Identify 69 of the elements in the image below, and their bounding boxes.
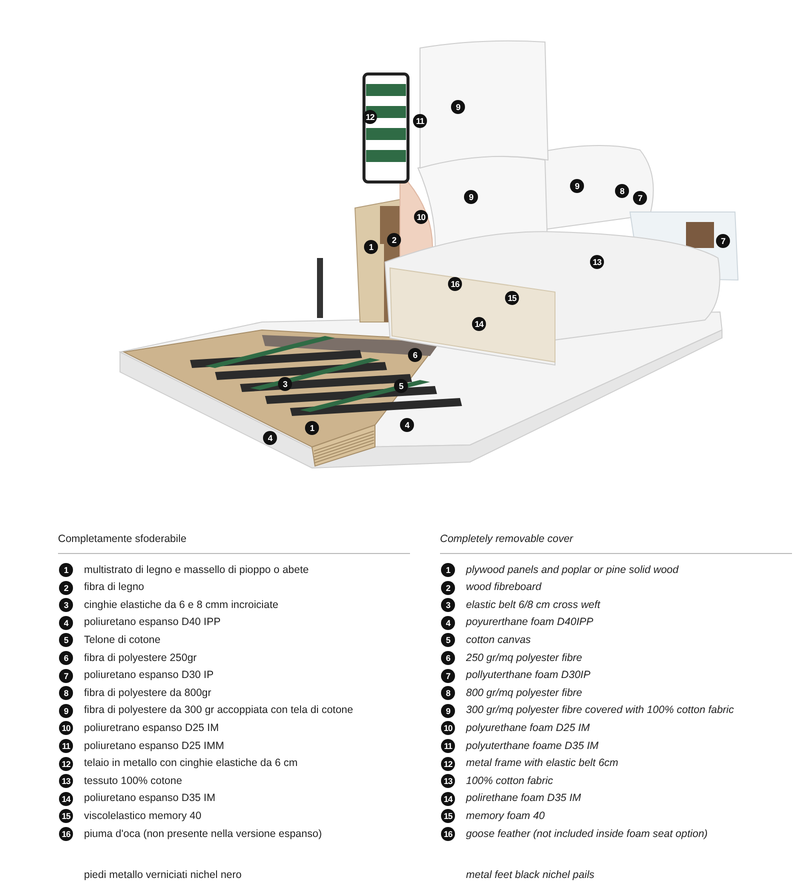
item-number: 11 [441,739,455,753]
material-description: cinghie elastiche da 6 e 8 cmm incroiciate [84,598,278,612]
item-number: 1 [441,563,455,577]
item-number: 15 [441,809,455,824]
item-number: 4 [441,616,455,630]
item-number: 10 [441,721,455,736]
material-description: fibra di polyestere da 800gr [84,686,212,700]
item-number: 7 [441,668,455,683]
item-number: 1 [59,563,73,577]
callout-number: 11 [413,114,427,128]
material-description: fibra di polyestere 250gr [84,652,197,664]
item-number: 16 [441,827,455,841]
material-description: polyuterthane foame D35 IM [466,740,598,752]
item-number: 8 [59,686,73,700]
item-number: 6 [59,651,73,665]
material-description: polirethane foam D35 IM [466,792,581,806]
material-description: metal frame with elastic belt 6cm [466,757,618,770]
column-heading: Completely removable cover [440,533,574,546]
material-description: pollyuterthane foam D30IP [466,669,590,682]
item-number: 2 [59,580,73,595]
material-description: viscolelastico memory 40 [84,810,202,823]
material-description: cotton canvas [466,634,531,647]
material-description: poliuretano espanso D25 IMM [84,740,224,752]
item-number: 12 [59,756,73,771]
material-description: poliuretrano espanso D25 IM [84,722,219,735]
item-number: 13 [441,774,455,788]
feet-note: piedi metallo verniciati nichel nero [84,869,242,882]
item-number: 3 [59,598,73,612]
item-number: 13 [59,774,73,788]
item-number: 4 [59,616,73,630]
item-number: 5 [59,633,73,648]
item-number: 9 [59,704,73,718]
material-description: poliuretano espanso D40 IPP [84,616,221,630]
item-number: 16 [59,827,73,841]
material-description: tessuto 100% cotone [84,774,182,788]
item-number: 8 [441,686,455,700]
material-description: fibra di polyestere da 300 gr accoppiata con tela di cotone [84,704,354,718]
item-number: 12 [441,756,455,771]
item-number: 14 [441,792,455,806]
material-description: polyurethane foam D25 IM [466,722,590,735]
material-description: 300 gr/mq polyester fibre covered with 100% cotton fabric [466,704,734,718]
item-number: 2 [441,580,455,595]
item-number: 10 [59,721,73,736]
item-number: 14 [59,792,73,806]
material-description: elastic belt 6/8 cm cross weft [466,598,600,612]
material-description: poliuretano espanso D30 IP [84,669,214,682]
material-description: multistrato di legno e massello di pioppo o abete [84,564,309,576]
material-description: poyurerthane foam D40IPP [466,616,594,630]
item-number: 9 [441,704,455,718]
material-description: poliuretano espanso D35 IM [84,792,216,806]
material-description: wood fibreboard [466,581,542,594]
material-description: telaio in metallo con cinghie elastiche da 6 cm [84,757,298,770]
column-heading: Completamente sfoderabile [58,533,186,546]
material-description: 800 gr/mq polyester fibre [466,686,582,700]
feet-note: metal feet black nichel pails [466,869,594,882]
item-number: 15 [59,809,73,824]
item-number: 3 [441,598,455,612]
item-number: 5 [441,633,455,648]
item-number: 6 [441,651,455,665]
material-description: memory foam 40 [466,810,545,823]
material-description: Telone di cotone [84,634,160,647]
material-description: fibra di legno [84,581,144,594]
item-number: 11 [59,739,73,753]
material-description: 100% cotton fabric [466,774,553,788]
material-description: 250 gr/mq polyester fibre [466,652,582,664]
item-number: 7 [59,668,73,683]
material-description: plywood panels and poplar or pine solid wood [466,564,678,576]
material-description: piuma d'oca (non presente nella versione espanso) [84,828,322,840]
material-description: goose feather (not included inside foam seat option) [466,828,708,840]
